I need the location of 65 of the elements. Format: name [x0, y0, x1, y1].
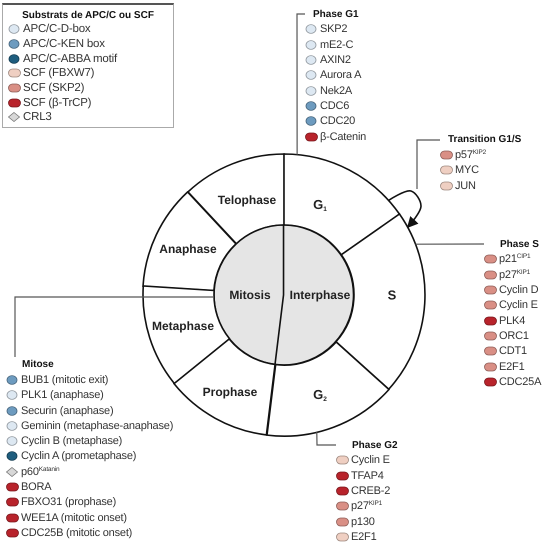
protein-name: p21$^{CIP1}$ — [499, 253, 530, 266]
protein-name: p27$^{KIP1}$ — [499, 268, 530, 281]
section-heading: Mitose — [22, 359, 54, 370]
protein-name: Cyclin D — [499, 284, 538, 296]
protein-name: SKP2 — [320, 23, 348, 36]
legend-label: CRL3 — [23, 111, 52, 124]
protein-name: E2F1 — [351, 530, 376, 543]
protein-name: mE2-C — [320, 38, 354, 51]
phase-label: Interphase — [290, 288, 350, 302]
protein-name: β-Catenin — [320, 130, 366, 143]
phase-label: Metaphase — [152, 318, 214, 333]
leader-line — [296, 13, 305, 155]
protein-name: CDT1 — [499, 345, 527, 358]
leader-line — [14, 296, 214, 357]
protein-name: ORC1 — [499, 330, 529, 342]
protein-name: CDC25B (mitotic onset) — [21, 526, 132, 539]
leader-line — [416, 139, 440, 189]
leader-line — [416, 243, 484, 245]
protein-name: FBXO31 (prophase) — [21, 496, 116, 508]
protein-name: Aurora A — [320, 69, 362, 82]
curved-arrow — [388, 190, 422, 228]
protein-name: AXIN2 — [320, 54, 351, 66]
legend-label: APC/C-KEN box — [23, 38, 105, 50]
phase-label: Anaphase — [159, 242, 217, 256]
section-heading: Phase G1 — [313, 8, 359, 20]
legend-label: APC/C-D-box — [23, 23, 90, 36]
phase-label: Mitosis — [229, 288, 271, 302]
protein-name: Cyclin A (prometaphase) — [21, 450, 136, 462]
protein-name: p60$^{Katanin}$ — [21, 466, 60, 478]
protein-name: p130 — [351, 516, 375, 528]
section-heading: Phase G2 — [352, 440, 398, 451]
phase-label: Prophase — [202, 384, 258, 399]
legend-title: Substrats de APC/C ou SCF — [22, 10, 154, 20]
protein-name: PLK4 — [499, 314, 526, 327]
protein-name: Geminin (metaphase-anaphase) — [21, 420, 174, 432]
protein-name: BORA — [21, 481, 52, 494]
protein-name: WEE1A (mitotic onset) — [21, 512, 127, 524]
phase-label: Telophase — [218, 193, 276, 207]
section-heading: Phase S — [500, 238, 539, 250]
legend-label: SCF (FBXW7) — [23, 67, 94, 80]
protein-name: CDC20 — [320, 115, 356, 128]
protein-name: CDC6 — [320, 100, 350, 112]
protein-name: MYC — [455, 164, 479, 176]
protein-name: Securin (anaphase) — [21, 404, 114, 417]
protein-name: BUB1 (mitotic exit) — [21, 374, 108, 386]
protein-name: CREB-2 — [351, 485, 390, 498]
protein-name: TFAP4 — [351, 470, 384, 482]
phase-label: S — [388, 287, 396, 302]
protein-name: p27$^{KIP1}$ — [351, 500, 382, 512]
leader-line — [316, 432, 336, 446]
phase-label: G$_{1}$ — [313, 197, 327, 213]
legend-label: SCF (SKP2) — [23, 82, 84, 94]
protein-name: JUN — [455, 180, 476, 192]
protein-name: Cyclin E — [499, 299, 538, 312]
legend-label: APC/C-ABBA motif — [23, 52, 117, 65]
protein-name: Cyclin B (metaphase) — [21, 435, 122, 448]
protein-name: CDC25A — [499, 376, 542, 388]
protein-name: Nek2A — [320, 84, 352, 97]
phase-label: G$_{2}$ — [313, 386, 327, 403]
legend-label: SCF (β-TrCP) — [23, 96, 92, 109]
protein-name: p57$^{KIP2}$ — [455, 148, 486, 161]
protein-name: Cyclin E — [351, 454, 390, 466]
protein-name: PLK1 (anaphase) — [21, 389, 104, 402]
section-heading: Transition G1/S — [448, 134, 522, 146]
protein-name: E2F1 — [499, 360, 524, 373]
